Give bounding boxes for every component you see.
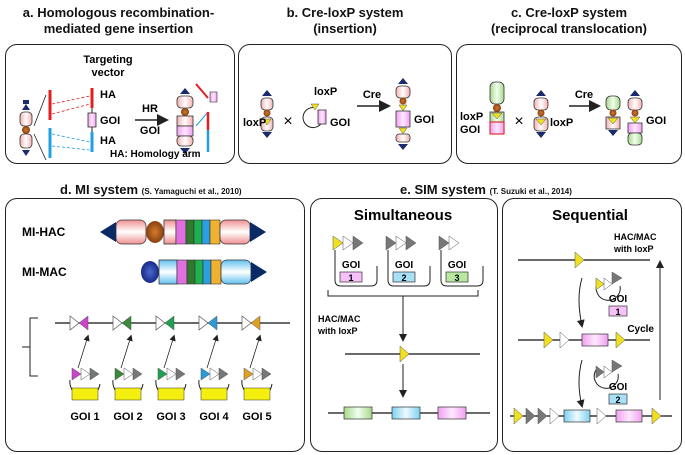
- goi-vector-site-2: [114, 367, 125, 381]
- goi-label-3: GOI 3: [156, 411, 185, 423]
- attb-site-4: [198, 315, 209, 331]
- panel-a-title: a. Homologous recombination- mediated ge…: [22, 5, 215, 36]
- goi-box-5: [243, 387, 271, 401]
- panel-e-simultaneous-drawing: Simultaneous GOI 1 GOI 2 GOI 3 HAC/MAC with l…: [317, 207, 490, 420]
- attp-site-5: [250, 315, 261, 331]
- sim-goi-label-2: GOI: [395, 260, 414, 271]
- sim-num-2: 2: [401, 273, 406, 283]
- sim-goi-label-3: GOI: [448, 260, 467, 271]
- mi-hac-label: MI-HAC: [22, 225, 66, 239]
- attb-site-3: [155, 315, 166, 331]
- panel-e-sequential-drawing: Sequential HAC/MAC with loxP GOI 1 GOI 2: [510, 207, 672, 425]
- panel-b-title: b. Cre-loxP system (insertion): [286, 5, 404, 36]
- seq-goi1-label: GOI: [609, 294, 628, 305]
- loxp-vector-label: loxP: [314, 86, 337, 98]
- targeting-vector-label: Targeting: [83, 54, 132, 66]
- cross-symbol-c: ×: [514, 113, 523, 130]
- seq-num2: 2: [615, 395, 620, 405]
- cross-symbol: ×: [283, 113, 292, 130]
- loxp-c-left-label: loxP: [460, 111, 483, 123]
- goi-vector-site-1: [71, 367, 82, 381]
- panel-c-title: c. Cre-loxP system (reciprocal transloca…: [490, 5, 648, 36]
- sim-hac-label: HAC/MAC: [318, 314, 361, 324]
- sim-site-3: [438, 235, 450, 251]
- goi-label-2: GOI 2: [113, 411, 142, 423]
- attp-site-2: [121, 315, 132, 331]
- goi-result-label: GOI: [414, 114, 434, 126]
- goi-vector-site-4: [200, 367, 211, 381]
- attb-site-5: [241, 315, 252, 331]
- cre-c-label: Cre: [575, 89, 593, 101]
- attb-site-1: [69, 315, 80, 331]
- ha-note: HA: Homology arm: [110, 149, 201, 160]
- seq-hac-label: HAC/MAC: [614, 232, 657, 242]
- sequential-heading: Sequential: [552, 207, 628, 224]
- seq-num1: 1: [615, 307, 620, 317]
- goi-box-4: [200, 387, 228, 401]
- simultaneous-heading: Simultaneous: [354, 207, 452, 224]
- seq-goi2-label: GOI: [609, 382, 628, 393]
- ha-bottom-label: HA: [100, 135, 116, 147]
- sim-goi-label-1: GOI: [342, 260, 361, 271]
- goi-vector-label: GOI: [330, 117, 350, 129]
- loxp-left-label: loxP: [243, 117, 266, 129]
- sim-site-1: [332, 235, 344, 251]
- sim-site-2: [385, 235, 397, 251]
- goi-box-3: [157, 387, 185, 401]
- goi-c-left-label: GOI: [460, 124, 480, 136]
- panel-b-frame: [238, 44, 452, 164]
- panel-c-drawing: loxP GOI × loxP Cre GOI: [460, 81, 666, 146]
- attp-site-3: [164, 315, 175, 331]
- panel-a-frame: [5, 44, 235, 164]
- goi-label: GOI: [100, 115, 120, 127]
- attp-site-4: [207, 315, 218, 331]
- targeting-vector-label-2: vector: [91, 67, 125, 79]
- panel-a-drawing: Targeting vector HA GOI HA HR GOI HA: Ho…: [19, 54, 218, 161]
- goi-vector-site-5: [243, 367, 254, 381]
- cre-label: Cre: [363, 89, 381, 101]
- goi-box-1: [71, 387, 99, 401]
- attp-site-1: [78, 315, 89, 331]
- goi-box-2: [114, 387, 142, 401]
- goi-label-1: GOI 1: [70, 411, 99, 423]
- panel-d-title: d. MI system (S. Yamaguchi et al., 2010): [60, 182, 242, 197]
- goi-vector-site-3: [157, 367, 168, 381]
- hr-label: HR: [142, 103, 158, 115]
- attb-site-2: [112, 315, 123, 331]
- mi-mac-label: MI-MAC: [22, 265, 67, 279]
- sim-num-1: 1: [348, 273, 353, 283]
- loxp-c-right-label: loxP: [550, 117, 573, 129]
- panel-d-drawing: MI-HAC MI-MAC GOI 1 GOI 2 GOI 3 GOI 4 GOI 5: [22, 219, 290, 423]
- goi-arrow-label: GOI: [140, 125, 160, 137]
- seq-hac-label-2: with loxP: [613, 244, 654, 254]
- sim-hac-label-2: with loxP: [317, 326, 358, 336]
- goi-label-5: GOI 5: [242, 411, 271, 423]
- goi-c-result-label: GOI: [646, 115, 666, 127]
- goi-label-4: GOI 4: [199, 411, 229, 423]
- panel-e-title: e. SIM system (T. Suzuki et al., 2014): [400, 182, 572, 197]
- cycle-label: Cycle: [627, 324, 654, 335]
- ha-top-label: HA: [100, 89, 116, 101]
- panel-b-drawing: loxP × loxP GOI Cre GOI: [243, 78, 434, 150]
- sim-num-3: 3: [454, 273, 459, 283]
